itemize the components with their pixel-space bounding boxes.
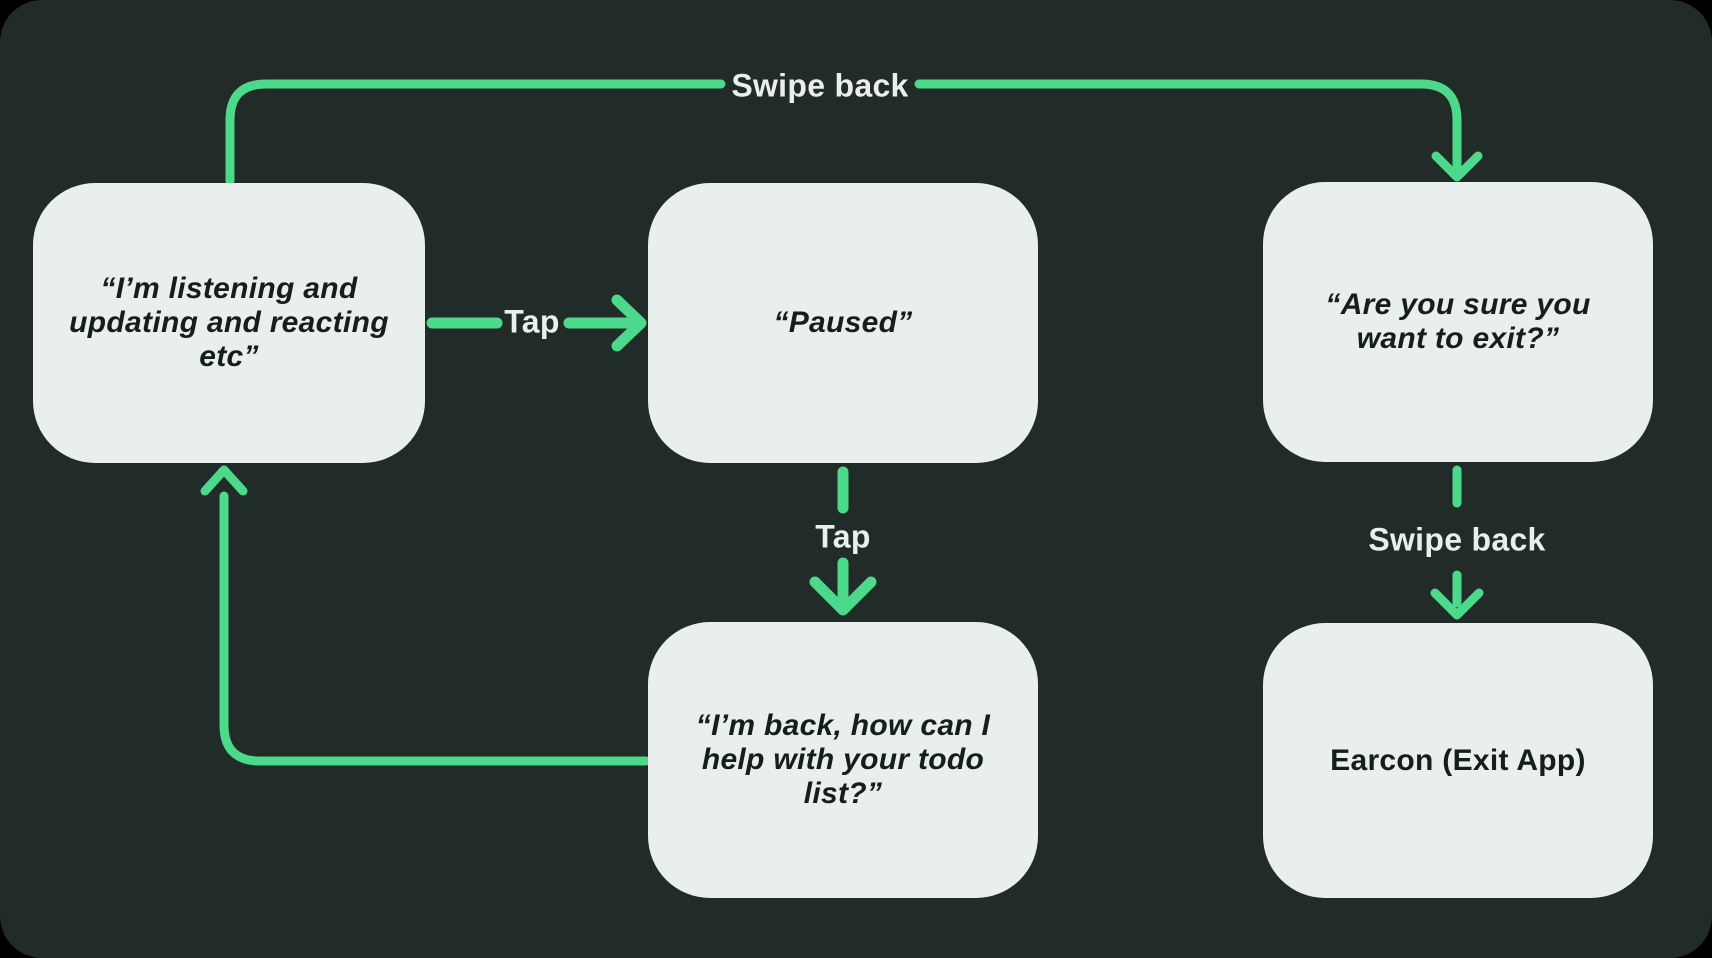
node-earcon-exit: Earcon (Exit App) <box>1263 623 1653 898</box>
edge-label-swipe-back-top: Swipe back <box>731 67 909 104</box>
edge-tap-horizontal-arrowhead-icon <box>611 294 647 352</box>
edge-swipe-back-top-arrowhead-icon <box>1431 151 1483 182</box>
edge-swipe-back-top-left-segment <box>225 79 726 186</box>
edge-return-loop-arrowhead-icon <box>200 465 248 496</box>
edge-label-tap-horizontal: Tap <box>504 303 560 340</box>
edge-swipe-back-top-right-segment <box>914 79 1462 173</box>
edge-return-loop-segment <box>219 491 651 766</box>
edge-tap-vertical-arrowhead-icon <box>809 576 877 616</box>
edge-label-swipe-back-vertical: Swipe back <box>1368 521 1546 558</box>
node-im-back: “I’m back, how can I help with your todo… <box>648 622 1038 898</box>
edge-label-tap-vertical: Tap <box>815 518 871 555</box>
node-confirm-exit: “Are you sure you want to exit?” <box>1263 182 1653 462</box>
node-paused: “Paused” <box>648 183 1038 463</box>
edge-swipe-back-vertical-arrowhead-icon <box>1430 588 1484 620</box>
node-listening: “I’m listening and updating and reacting… <box>33 183 425 463</box>
